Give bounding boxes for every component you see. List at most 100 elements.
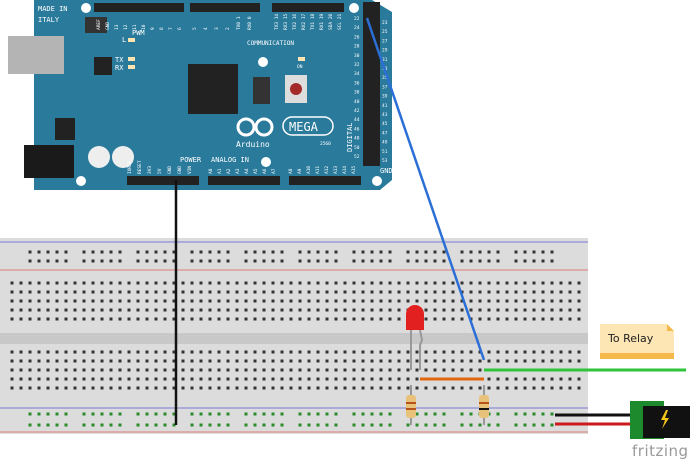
hole — [514, 308, 518, 312]
resistor-2[interactable] — [479, 385, 489, 425]
hole — [298, 377, 302, 381]
rail-hole — [262, 412, 266, 416]
hole — [370, 368, 374, 372]
hole — [334, 299, 338, 303]
hole — [532, 386, 536, 390]
led-l-label: L — [122, 36, 126, 44]
signal-wire[interactable] — [365, 17, 486, 361]
hole — [424, 299, 428, 303]
hole — [136, 317, 140, 321]
mount-hole — [261, 157, 271, 167]
hole — [64, 290, 68, 294]
hole — [361, 386, 365, 390]
pin-label: A12 — [324, 166, 330, 174]
pin-label: 40 — [354, 99, 360, 105]
hole — [316, 350, 320, 354]
hole — [415, 290, 419, 294]
led-on-label: ON — [297, 64, 303, 70]
hole — [181, 359, 185, 363]
dc-power-jack[interactable] — [630, 401, 690, 439]
hole — [550, 359, 554, 363]
hole — [523, 377, 527, 381]
pin-label: 8 — [159, 27, 165, 30]
rail-hole — [307, 412, 311, 416]
hole — [208, 317, 212, 321]
resistor-1[interactable] — [406, 385, 416, 425]
hole — [37, 350, 41, 354]
hole — [307, 359, 311, 363]
hole — [523, 359, 527, 363]
hole — [262, 308, 266, 312]
hole — [154, 308, 158, 312]
hole — [442, 368, 446, 372]
pin-label: 3V3 — [147, 166, 153, 174]
hole — [532, 317, 536, 321]
pin-label: 24 — [354, 25, 360, 31]
hole — [145, 308, 149, 312]
hole — [55, 290, 59, 294]
hole — [289, 386, 293, 390]
hole — [280, 290, 284, 294]
hole — [451, 290, 455, 294]
rail-hole — [28, 250, 32, 254]
hole — [370, 299, 374, 303]
hole — [91, 299, 95, 303]
hole — [352, 368, 356, 372]
pin-label: 30 — [354, 53, 360, 59]
hole — [109, 308, 113, 312]
hole — [307, 386, 311, 390]
rail-hole — [28, 412, 32, 416]
hole — [82, 377, 86, 381]
hole — [433, 299, 437, 303]
rail-hole — [541, 250, 545, 254]
hole — [550, 317, 554, 321]
red-led[interactable] — [406, 305, 424, 370]
hole — [163, 377, 167, 381]
rail-hole — [478, 259, 482, 263]
hole — [424, 350, 428, 354]
hole — [100, 299, 104, 303]
rail-hole — [280, 412, 284, 416]
rail-hole — [163, 412, 167, 416]
led-on — [298, 57, 305, 61]
rail-hole — [217, 423, 221, 427]
hole — [370, 281, 374, 285]
hole — [163, 386, 167, 390]
pin-label: 39 — [382, 94, 388, 100]
breadboard-holes — [10, 250, 581, 427]
hole — [244, 368, 248, 372]
hole — [19, 359, 23, 363]
hole — [100, 281, 104, 285]
rail-hole — [478, 250, 482, 254]
hole — [298, 308, 302, 312]
hole — [559, 299, 563, 303]
rail-hole — [271, 259, 275, 263]
hole — [28, 281, 32, 285]
hole — [442, 290, 446, 294]
hole — [235, 377, 239, 381]
rail-hole — [370, 259, 374, 263]
rail-hole — [550, 259, 554, 263]
rail-hole — [100, 423, 104, 427]
hole — [199, 386, 203, 390]
hole — [145, 290, 149, 294]
hole — [82, 359, 86, 363]
rail-hole — [550, 250, 554, 254]
rail-hole — [514, 250, 518, 254]
rail-hole — [253, 423, 257, 427]
rail-hole — [496, 259, 500, 263]
pin-label: RESET — [137, 160, 143, 174]
rail-hole — [523, 423, 527, 427]
hole — [46, 290, 50, 294]
hole — [118, 386, 122, 390]
rail-hole — [217, 412, 221, 416]
rail-hole — [388, 423, 392, 427]
rail-hole — [280, 423, 284, 427]
hole — [568, 299, 572, 303]
hole — [298, 317, 302, 321]
hole — [208, 350, 212, 354]
hole — [523, 290, 527, 294]
pwm-label: PWM — [132, 29, 145, 37]
resistor-band — [479, 402, 489, 404]
hole — [406, 290, 410, 294]
